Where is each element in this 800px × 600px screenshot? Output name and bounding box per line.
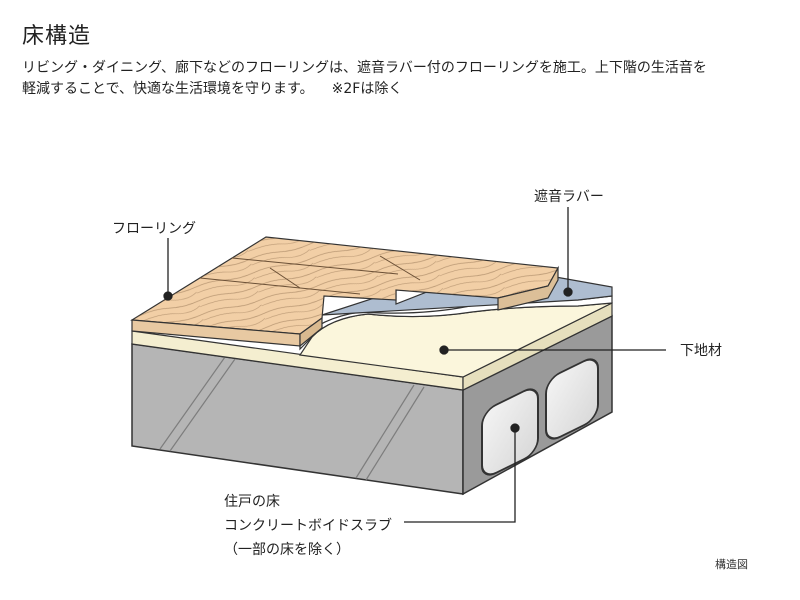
slab-voids: [481, 358, 599, 476]
subfloor-layer: [131, 302, 613, 391]
label-sound-rubber: 遮音ラバー: [534, 189, 604, 205]
label-slab-line-3: （一部の床を除く）: [224, 542, 350, 558]
leader-lines: [163, 207, 666, 523]
label-slab-line-1: 住戸の床: [224, 494, 280, 510]
label-concrete-slab: 住戸の床 コンクリートボイドスラブ （一部の床を除く）: [224, 490, 392, 562]
description: リビング・ダイニング、廊下などのフローリングは、遮音ラバー付のフローリングを施工…: [22, 58, 782, 100]
label-subfloor: 下地材: [680, 343, 722, 359]
label-flooring: フローリング: [112, 221, 196, 237]
description-line-2: 軽減することで、快適な生活環境を守ります。※2Fは除く: [22, 81, 403, 97]
label-slab-line-2: コンクリートボイドスラブ: [224, 518, 392, 534]
page-title: 床構造: [22, 24, 92, 49]
description-line-1: リビング・ダイニング、廊下などのフローリングは、遮音ラバー付のフローリングを施工…: [22, 60, 707, 76]
description-note: ※2Fは除く: [331, 81, 403, 97]
concrete-slab: [131, 314, 613, 496]
flooring-boards: [130, 236, 559, 348]
figure-caption: 構造図: [715, 558, 748, 571]
